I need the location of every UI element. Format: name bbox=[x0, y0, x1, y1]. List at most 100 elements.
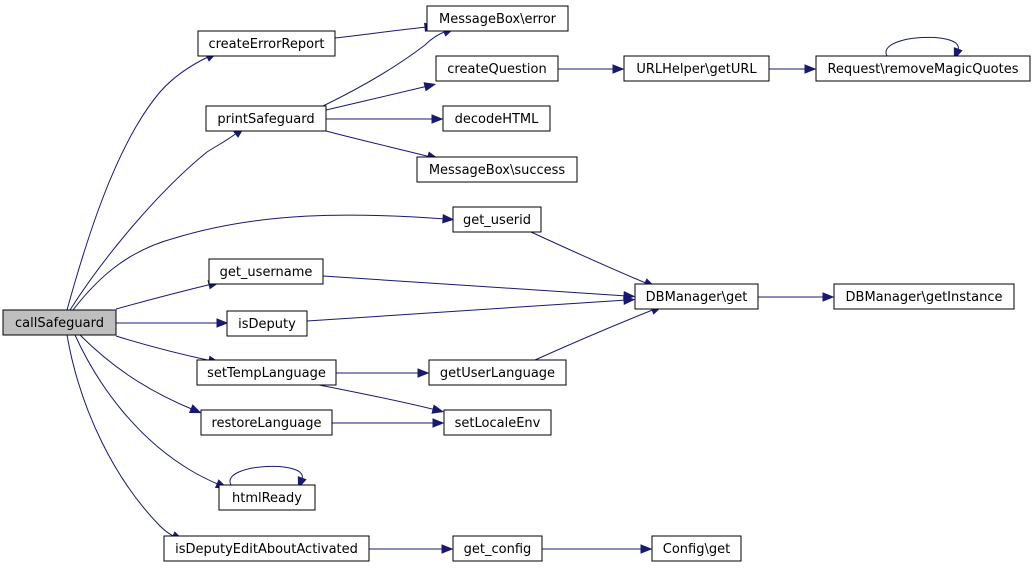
node-box bbox=[197, 30, 336, 57]
node-call-safeguard[interactable]: callSafeguard bbox=[2, 309, 117, 336]
edge-arrowhead bbox=[417, 368, 430, 378]
call-edge-printSafeguard-to-messageBoxSuccess bbox=[325, 130, 440, 161]
node-message-box-success[interactable]: MessageBox\success bbox=[416, 156, 578, 183]
edge-arrowhead bbox=[442, 214, 455, 224]
node-box bbox=[442, 105, 551, 132]
node-box bbox=[452, 535, 543, 562]
edge-arrowhead bbox=[623, 295, 636, 305]
node-label: isDeputyEditAboutActivated bbox=[175, 542, 358, 557]
edge-line bbox=[229, 465, 303, 486]
node-box bbox=[218, 484, 316, 511]
node-label: isDeputy bbox=[238, 317, 296, 332]
node-label: Request\removeMagicQuotes bbox=[827, 62, 1018, 77]
node-label: printSafeguard bbox=[217, 112, 314, 127]
edge-arrowhead bbox=[432, 418, 445, 428]
node-html-ready[interactable]: htmlReady bbox=[218, 484, 316, 511]
edge-arrowhead bbox=[612, 64, 625, 74]
call-edge-get_userid-to-dbManagerGet bbox=[530, 231, 656, 288]
node-decode-html[interactable]: decodeHTML bbox=[442, 105, 551, 132]
node-box bbox=[163, 535, 370, 562]
edge-line bbox=[334, 26, 429, 39]
node-set-temp-language[interactable]: setTempLanguage bbox=[196, 359, 337, 386]
call-edge-callSafeguard-to-isDeputy bbox=[116, 318, 229, 328]
call-edge-callSafeguard-to-createErrorReport bbox=[66, 52, 218, 311]
node-label: MessageBox\success bbox=[429, 163, 566, 178]
node-db-manager-get[interactable]: DBManager\get bbox=[634, 283, 759, 310]
node-set-locale-env[interactable]: setLocaleEnv bbox=[443, 409, 552, 436]
edge-line bbox=[885, 36, 959, 57]
call-edge-dbManagerGet-to-dbManagerGetInstance bbox=[758, 292, 835, 302]
node-label: htmlReady bbox=[232, 491, 302, 506]
call-edge-callSafeguard-to-get_username bbox=[115, 280, 221, 310]
node-box bbox=[200, 409, 333, 436]
edge-arrowhead bbox=[640, 544, 653, 554]
node-get_config[interactable]: get_config bbox=[452, 535, 543, 562]
edge-arrowhead bbox=[441, 544, 454, 554]
node-box bbox=[651, 535, 742, 562]
node-box bbox=[226, 310, 308, 337]
edge-line bbox=[322, 30, 448, 107]
node-box bbox=[833, 283, 1015, 310]
node-label: get_userid bbox=[463, 213, 531, 228]
call-edge-setTempLanguage-to-setLocaleEnv bbox=[318, 384, 445, 414]
node-get_userid[interactable]: get_userid bbox=[452, 206, 542, 233]
node-label: MessageBox\error bbox=[439, 12, 557, 27]
node-box bbox=[205, 105, 327, 132]
call-edge-printSafeguard-to-decodeHTML bbox=[325, 114, 444, 124]
node-box bbox=[426, 5, 569, 32]
edge-arrowhead bbox=[188, 404, 202, 414]
node-label: decodeHTML bbox=[455, 112, 540, 127]
call-edge-get_username-to-dbManagerGet bbox=[322, 275, 636, 301]
node-box bbox=[416, 156, 578, 183]
edge-line bbox=[115, 335, 213, 362]
node-box bbox=[452, 206, 542, 233]
call-edge-getUserLanguage-to-dbManagerGet bbox=[534, 305, 663, 361]
edge-arrowhead bbox=[423, 82, 437, 92]
node-create-question[interactable]: createQuestion bbox=[435, 55, 559, 82]
node-label: createQuestion bbox=[447, 62, 546, 77]
edge-line bbox=[66, 334, 177, 538]
node-label: setTempLanguage bbox=[207, 366, 326, 381]
node-box bbox=[623, 55, 770, 82]
node-create-error-report[interactable]: createErrorReport bbox=[197, 30, 336, 57]
node-db-manager-get-instance[interactable]: DBManager\getInstance bbox=[833, 283, 1015, 310]
call-edge-get_config-to-configGet bbox=[542, 544, 653, 554]
edge-arrowhead bbox=[431, 404, 445, 414]
node-print-safeguard[interactable]: printSafeguard bbox=[205, 105, 327, 132]
node-label: Config\get bbox=[663, 542, 730, 557]
node-is-deputy-edit-about-activated[interactable]: isDeputyEditAboutActivated bbox=[163, 535, 370, 562]
call-edge-isDeputyEditAboutActivated-to-get_config bbox=[369, 544, 454, 554]
call-edge-htmlReady-to-htmlReady bbox=[229, 465, 307, 489]
node-label: setLocaleEnv bbox=[455, 416, 541, 431]
edge-arrowhead bbox=[822, 292, 835, 302]
edge-line bbox=[69, 131, 239, 311]
node-get_username[interactable]: get_username bbox=[208, 258, 324, 285]
node-url-helper-get-url[interactable]: URLHelper\getURL bbox=[623, 55, 770, 82]
call-edge-createErrorReport-to-messageBoxError bbox=[334, 22, 437, 39]
edge-line bbox=[306, 299, 628, 322]
node-get-user-language[interactable]: getUserLanguage bbox=[428, 359, 567, 386]
node-is-deputy[interactable]: isDeputy bbox=[226, 310, 308, 337]
call-edge-printSafeguard-to-createQuestion bbox=[325, 82, 437, 111]
call-edges bbox=[66, 22, 963, 554]
node-label: getUserLanguage bbox=[440, 366, 555, 381]
edge-line bbox=[325, 85, 429, 111]
node-config-get[interactable]: Config\get bbox=[651, 535, 742, 562]
edge-line bbox=[115, 283, 213, 310]
edge-line bbox=[325, 130, 432, 158]
node-message-box-error[interactable]: MessageBox\error bbox=[426, 5, 569, 32]
call-edge-requestRemoveMagicQuotes-to-requestRemoveMagicQuotes bbox=[885, 36, 963, 60]
call-edge-callSafeguard-to-get_userid bbox=[72, 214, 455, 311]
node-box bbox=[208, 258, 324, 285]
edge-arrowhead bbox=[216, 318, 229, 328]
node-label: get_username bbox=[220, 265, 313, 280]
node-restore-language[interactable]: restoreLanguage bbox=[200, 409, 333, 436]
node-box bbox=[428, 359, 567, 386]
call-edge-printSafeguard-to-messageBoxError bbox=[322, 27, 455, 107]
node-label: callSafeguard bbox=[15, 316, 104, 331]
call-edge-callSafeguard-to-restoreLanguage bbox=[79, 334, 202, 414]
node-request-remove-magic-quotes[interactable]: Request\removeMagicQuotes bbox=[815, 55, 1031, 82]
edge-line bbox=[318, 384, 437, 411]
call-edge-setTempLanguage-to-getUserLanguage bbox=[336, 368, 430, 378]
